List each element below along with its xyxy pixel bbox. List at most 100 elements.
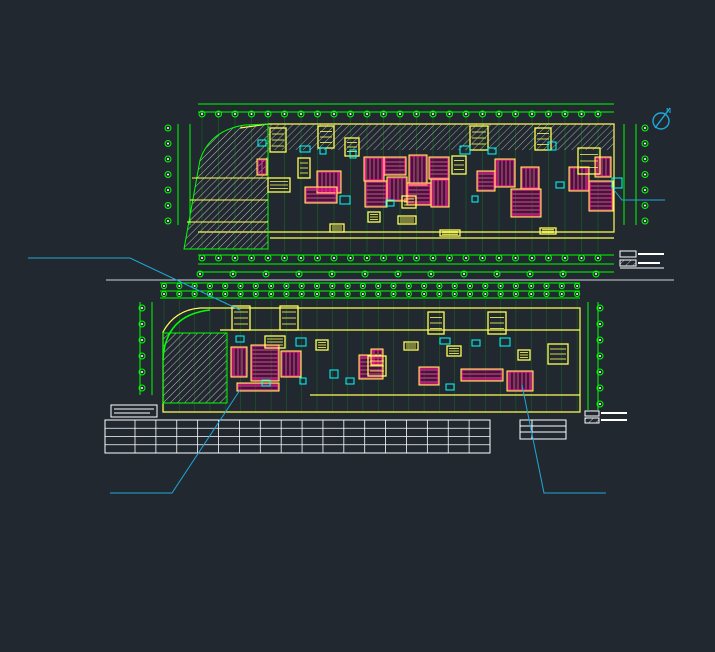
axis-bubble bbox=[460, 270, 468, 278]
axis-bubble bbox=[164, 186, 172, 194]
lower-note-block-left bbox=[110, 404, 158, 418]
axis-bubble bbox=[512, 110, 519, 118]
heated-room bbox=[365, 181, 387, 207]
pipe-detail bbox=[471, 195, 479, 203]
axis-bubble-dot bbox=[201, 257, 203, 259]
heated-room bbox=[507, 371, 533, 391]
stair-core bbox=[315, 339, 329, 351]
axis-bubble bbox=[160, 290, 168, 298]
axis-bubble-dot bbox=[514, 285, 517, 287]
axis-bubble-dot bbox=[163, 293, 165, 295]
axis-bubble-dot bbox=[430, 273, 432, 275]
axis-bubble bbox=[380, 254, 387, 262]
heated-room bbox=[595, 157, 611, 177]
axis-bubble-dot bbox=[481, 257, 484, 259]
stair-core bbox=[446, 345, 462, 357]
axis-bubble bbox=[479, 110, 486, 118]
heated-room bbox=[364, 157, 384, 181]
axis-bubble-dot bbox=[193, 285, 196, 287]
heated-room bbox=[495, 159, 515, 187]
axis-bubble-dot bbox=[599, 371, 601, 373]
upper-floor-plan[interactable] bbox=[164, 103, 664, 278]
axis-bubble bbox=[344, 282, 351, 290]
room-wall bbox=[506, 370, 534, 392]
axis-bubble-dot bbox=[453, 285, 456, 287]
leader-lines bbox=[28, 189, 665, 494]
axis-bubble bbox=[313, 290, 321, 298]
axis-bubble-dot bbox=[448, 257, 451, 259]
room-wall bbox=[280, 350, 302, 378]
axis-bubble bbox=[262, 270, 270, 278]
heated-room bbox=[511, 189, 541, 217]
axis-bubble bbox=[329, 290, 336, 298]
axis-bubble-dot bbox=[300, 285, 303, 287]
axis-bubble bbox=[283, 290, 290, 298]
axis-bubble bbox=[164, 202, 172, 209]
axis-bubble-dot bbox=[361, 285, 364, 287]
upper-side-axis-bubbles bbox=[164, 124, 649, 225]
axis-bubble bbox=[543, 282, 550, 290]
pipe-detail bbox=[319, 147, 327, 155]
upper-hatched-wing bbox=[183, 123, 269, 250]
axis-bubble-dot bbox=[167, 220, 169, 222]
axis-bubble-dot bbox=[644, 189, 646, 191]
axis-bubble bbox=[574, 290, 581, 298]
room-wall bbox=[494, 158, 516, 188]
stair-core bbox=[367, 355, 387, 377]
axis-bubble-dot bbox=[415, 257, 418, 259]
axis-bubble-dot bbox=[597, 257, 599, 259]
axis-bubble bbox=[594, 110, 602, 118]
axis-bubble-dot bbox=[399, 113, 401, 115]
axis-bubble bbox=[347, 254, 354, 262]
axis-bubble-dot bbox=[349, 257, 352, 259]
axis-bubble-dot bbox=[361, 293, 364, 295]
axis-bubble bbox=[596, 352, 604, 360]
axis-bubble-dot bbox=[377, 293, 380, 295]
heated-room bbox=[409, 155, 427, 185]
axis-bubble-dot bbox=[599, 323, 601, 325]
pipe-detail bbox=[345, 377, 355, 385]
axis-bubble-dot bbox=[141, 323, 143, 325]
axis-bubble bbox=[297, 254, 305, 262]
axis-bubble bbox=[231, 254, 239, 262]
room-wall bbox=[594, 156, 612, 178]
axis-bubble bbox=[281, 110, 288, 118]
axis-bubble bbox=[641, 171, 649, 178]
axis-bubble bbox=[574, 282, 581, 290]
axis-bubble-dot bbox=[267, 257, 269, 259]
axis-bubble-dot bbox=[562, 273, 564, 275]
axis-bubble bbox=[558, 290, 565, 298]
axis-bubble-dot bbox=[349, 113, 352, 115]
axis-bubble-dot bbox=[346, 285, 349, 287]
axis-bubble bbox=[222, 282, 229, 290]
pipe-detail bbox=[555, 181, 565, 189]
axis-bubble bbox=[495, 254, 503, 262]
pipe-detail bbox=[257, 139, 267, 147]
axis-bubble-dot bbox=[545, 285, 548, 287]
axis-bubble-dot bbox=[498, 113, 500, 115]
heated-room bbox=[589, 181, 613, 211]
side-note-table bbox=[519, 419, 567, 440]
axis-bubble-dot bbox=[163, 285, 165, 287]
axis-bubble bbox=[512, 290, 520, 298]
pipe-detail bbox=[261, 379, 271, 387]
axis-bubble-dot bbox=[514, 293, 517, 295]
axis-bubble bbox=[413, 254, 420, 262]
axis-bubble-dot bbox=[465, 257, 467, 259]
axis-bubble bbox=[164, 171, 172, 178]
axis-bubble bbox=[330, 254, 338, 262]
room-wall bbox=[256, 158, 268, 176]
heated-room bbox=[419, 367, 439, 385]
lower-floor-plan[interactable] bbox=[104, 282, 627, 454]
room-wall bbox=[430, 178, 450, 208]
stair-core bbox=[401, 195, 417, 209]
axis-bubble-dot bbox=[382, 113, 385, 115]
axis-bubble bbox=[264, 254, 272, 262]
pipe-detail bbox=[299, 145, 311, 153]
axis-bubble bbox=[283, 282, 290, 290]
axis-bubble bbox=[543, 290, 550, 298]
axis-bubble-dot bbox=[300, 113, 302, 115]
axis-bubble-dot bbox=[529, 273, 531, 275]
axis-bubble bbox=[466, 282, 474, 290]
